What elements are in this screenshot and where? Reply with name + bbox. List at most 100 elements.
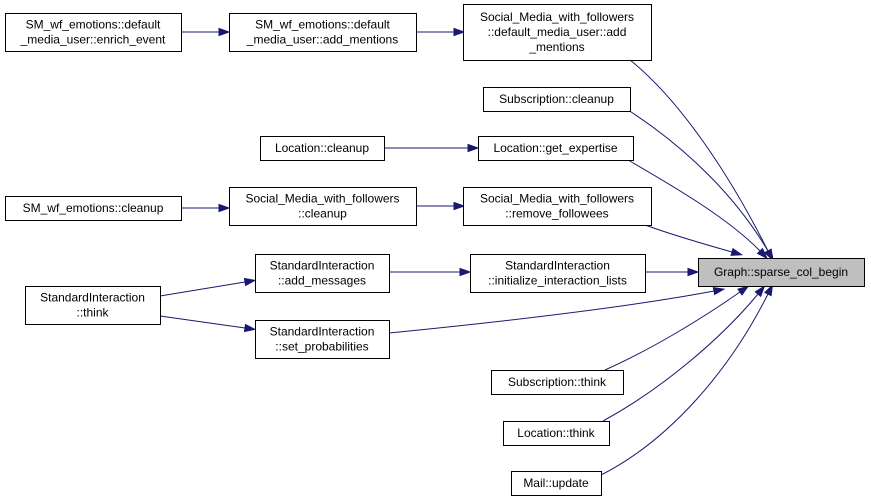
node-label: ::set_probabilities bbox=[275, 340, 368, 354]
edge-n5-to-n0 bbox=[627, 159, 769, 260]
edge-n11-to-n10 bbox=[389, 267, 472, 277]
edge-n3-to-n2 bbox=[181, 27, 231, 37]
node-label: ::default_media_user::add bbox=[488, 25, 627, 39]
arrowhead-icon bbox=[467, 143, 480, 153]
graph-node[interactable]: Mail::update bbox=[511, 471, 602, 496]
arrowhead-icon bbox=[737, 285, 750, 296]
edge-n1-to-n0 bbox=[629, 59, 774, 262]
graph-node[interactable]: Location::cleanup bbox=[260, 136, 385, 161]
node-label: ::cleanup bbox=[298, 207, 347, 221]
arrowhead-icon bbox=[459, 267, 472, 277]
node-box bbox=[698, 258, 865, 287]
node-label: StandardInteraction bbox=[505, 259, 610, 273]
node-label: ::add_messages bbox=[278, 274, 366, 288]
edge-line bbox=[159, 281, 246, 297]
arrowhead-icon bbox=[243, 323, 257, 333]
node-label: ::remove_followees bbox=[505, 207, 608, 221]
graph-node[interactable]: StandardInteraction::initialize_interact… bbox=[470, 254, 646, 293]
node-label: StandardInteraction bbox=[40, 291, 145, 305]
focus-node[interactable]: Graph::sparse_col_begin bbox=[698, 258, 865, 287]
node-box bbox=[511, 471, 602, 496]
node-box bbox=[463, 187, 652, 226]
graph-node[interactable]: SM_wf_emotions::default_media_user::enri… bbox=[5, 13, 182, 52]
graph-node[interactable]: Social_Media_with_followers::cleanup bbox=[229, 187, 417, 226]
graph-node[interactable]: Location::get_expertise bbox=[478, 136, 634, 161]
edge-n10-to-n0 bbox=[645, 267, 700, 277]
arrowhead-icon bbox=[764, 283, 774, 297]
node-box bbox=[5, 196, 182, 221]
arrowhead-icon bbox=[687, 267, 700, 277]
node-label: Location::think bbox=[517, 426, 595, 440]
arrowhead-icon bbox=[453, 201, 466, 211]
node-box bbox=[255, 254, 390, 293]
graph-node[interactable]: StandardInteraction::add_messages bbox=[255, 254, 390, 293]
node-label: ::initialize_interaction_lists bbox=[488, 274, 627, 288]
node-label: ::think bbox=[76, 306, 109, 320]
edge-n2-to-n1 bbox=[416, 27, 466, 37]
arrowhead-icon bbox=[218, 203, 231, 213]
node-label: Social_Media_with_followers bbox=[480, 10, 634, 24]
node-label: Social_Media_with_followers bbox=[480, 192, 634, 206]
arrowhead-icon bbox=[453, 27, 466, 37]
graph-node[interactable]: SM_wf_emotions::cleanup bbox=[5, 196, 182, 221]
node-label: _media_user::add_mentions bbox=[246, 33, 398, 47]
graph-node[interactable]: Social_Media_with_followers::default_med… bbox=[463, 4, 652, 61]
arrowhead-icon bbox=[712, 286, 726, 296]
graph-node[interactable]: StandardInteraction::think bbox=[25, 286, 161, 325]
node-box bbox=[229, 13, 417, 52]
graph-node[interactable]: SM_wf_emotions::default_media_user::add_… bbox=[229, 13, 417, 52]
edge-n15-to-n0 bbox=[602, 285, 766, 422]
graph-node[interactable]: Social_Media_with_followers::remove_foll… bbox=[463, 187, 652, 226]
edge-n7-to-n0 bbox=[644, 224, 744, 256]
node-label: SM_wf_emotions::cleanup bbox=[23, 201, 164, 215]
edge-line bbox=[629, 59, 769, 252]
graph-node[interactable]: Subscription::think bbox=[491, 370, 624, 395]
edge-n6-to-n5 bbox=[384, 143, 480, 153]
node-box bbox=[470, 254, 646, 293]
node-box bbox=[260, 136, 385, 161]
edge-n13-to-n0 bbox=[388, 286, 726, 334]
edge-line bbox=[602, 293, 759, 422]
graph-node[interactable]: Subscription::cleanup bbox=[483, 87, 631, 112]
node-label: Location::cleanup bbox=[275, 141, 369, 155]
node-box bbox=[25, 286, 161, 325]
edge-line bbox=[644, 224, 733, 253]
node-box bbox=[255, 320, 390, 359]
node-label: Subscription::cleanup bbox=[499, 92, 614, 106]
edge-line bbox=[627, 109, 769, 252]
node-label: _mentions bbox=[528, 40, 584, 54]
arrowhead-icon bbox=[218, 27, 231, 37]
node-label: Mail::update bbox=[523, 476, 589, 490]
edge-n4-to-n0 bbox=[627, 109, 774, 261]
node-label: Location::get_expertise bbox=[493, 141, 617, 155]
node-label: StandardInteraction bbox=[270, 325, 375, 339]
graph-node[interactable]: Location::think bbox=[503, 421, 610, 446]
arrowhead-icon bbox=[243, 277, 257, 287]
node-label: _media_user::enrich_event bbox=[20, 33, 166, 47]
node-box bbox=[463, 4, 652, 61]
edges-layer bbox=[159, 27, 774, 476]
node-box bbox=[478, 136, 634, 161]
node-box bbox=[503, 421, 610, 446]
edge-n12-to-n11 bbox=[159, 277, 257, 297]
node-label: StandardInteraction bbox=[270, 259, 375, 273]
node-label: SM_wf_emotions::default bbox=[26, 18, 161, 32]
node-label: SM_wf_emotions::default bbox=[255, 18, 390, 32]
node-label: Graph::sparse_col_begin bbox=[714, 265, 848, 279]
edge-line bbox=[600, 293, 769, 476]
arrowhead-icon bbox=[756, 247, 769, 260]
node-box bbox=[491, 370, 624, 395]
arrowhead-icon bbox=[764, 248, 774, 261]
edge-n9-to-n8 bbox=[181, 203, 231, 213]
edge-n14-to-n0 bbox=[604, 285, 750, 371]
edge-line bbox=[604, 291, 741, 371]
node-label: Social_Media_with_followers bbox=[245, 192, 399, 206]
arrowhead-icon bbox=[730, 247, 744, 256]
edge-n8-to-n7 bbox=[416, 201, 466, 211]
edge-n16-to-n0 bbox=[600, 283, 774, 476]
graph-node[interactable]: StandardInteraction::set_probabilities bbox=[255, 320, 390, 359]
node-box bbox=[229, 187, 417, 226]
edge-n12-to-n13 bbox=[159, 315, 257, 333]
edge-line bbox=[159, 315, 246, 329]
